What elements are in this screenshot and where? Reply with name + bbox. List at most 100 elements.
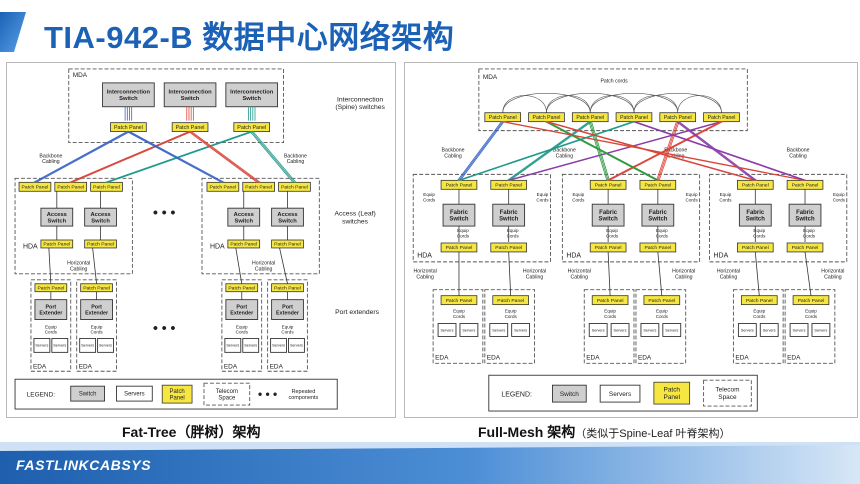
servers-box (33, 337, 51, 353)
hda-lower-patch-panel (271, 239, 304, 249)
horizontal-cable (508, 251, 512, 296)
backbone-cable (107, 131, 254, 183)
eda-patch-panel (643, 295, 681, 306)
servers-box (811, 323, 831, 337)
legend-switch-label: Switch (79, 392, 97, 398)
hda-patch-panel-label: Patch Panel (22, 185, 49, 191)
backbone-cable (677, 121, 756, 181)
horizontal-cable (754, 251, 760, 296)
tier-label-leaf: Access (Leaf)switches (334, 211, 375, 226)
hda-patch-panel-label: Patch Panel (644, 183, 671, 189)
servers-box-label: Servers (592, 328, 605, 332)
patch-cord (633, 95, 679, 113)
backbone-cable (72, 131, 192, 183)
eda-space (267, 279, 308, 372)
servers-box (640, 323, 660, 337)
hda-patch-panel-label: Patch Panel (93, 185, 120, 191)
eda-space (732, 289, 784, 364)
spine-patch-panel-label: Patch Panel (176, 125, 205, 131)
servers-box-label: Servers (793, 328, 806, 332)
servers-box-label: Servers (614, 328, 627, 332)
servers-box-label: Servers (643, 328, 656, 332)
eda-label: EDA (224, 364, 238, 371)
hda-label: HDA (23, 243, 38, 250)
mda-patch-panel-label: Patch Panel (533, 115, 561, 121)
horizontal-cable (804, 251, 812, 296)
spine-patch-panel-label: Patch Panel (237, 125, 266, 131)
servers-box-label: Servers (81, 344, 94, 348)
hda-lower-patch-panel-label: Patch Panel (43, 242, 70, 248)
servers-box (759, 323, 779, 337)
port-extender (34, 299, 68, 320)
mda-patch-panel-label: Patch Panel (576, 115, 604, 121)
port-extender (80, 299, 113, 320)
hda-lower-patch-panel-label: Patch Panel (792, 245, 819, 251)
backbone-cable (189, 131, 259, 183)
backbone-cable (106, 131, 252, 183)
hda-patch-panel-label: Patch Panel (446, 183, 473, 189)
hda-patch-panel-label: Patch Panel (792, 183, 819, 189)
hda-label: HDA (417, 252, 432, 259)
repeated-eda-dots: • • • (153, 319, 175, 335)
backbone-cable (128, 131, 224, 183)
horizontal-cable (92, 247, 97, 284)
interconnection-switch (163, 82, 217, 108)
eda-label: EDA (586, 355, 600, 362)
eda-label: EDA (638, 355, 652, 362)
tier-label-spine: Interconnection(Spine) switches (335, 96, 385, 111)
backbone-cable (632, 121, 804, 181)
hda-lower-patch-panel-label: Patch Panel (644, 245, 671, 251)
backbone-cable (34, 131, 129, 183)
servers-box-label: Servers (741, 328, 754, 332)
backbone-cable (249, 131, 294, 183)
servers-box (242, 337, 260, 353)
hda-lower-patch-panel-label: Patch Panel (274, 242, 301, 248)
hda-lower-patch-panel (40, 239, 74, 249)
eda-space (432, 289, 484, 364)
eda-patch-panel-label: Patch Panel (648, 298, 675, 304)
mda-patch-panel-label: Patch Panel (664, 115, 692, 121)
backbone-cable (459, 121, 505, 181)
backbone-cable (607, 121, 722, 181)
eda-label: EDA (487, 355, 501, 362)
fat-tree-caption: Fat-Tree（胖树）架构 (122, 422, 260, 442)
legend-switch (70, 385, 105, 402)
mda-space (478, 68, 748, 132)
backbone-cable (606, 121, 721, 181)
patch-cord (546, 95, 591, 113)
servers-box (51, 337, 69, 353)
backbone-cable (635, 121, 807, 181)
backbone-cable (69, 131, 189, 183)
servers-box (459, 323, 479, 337)
hda-space (201, 177, 320, 275)
hda-lower-patch-panel (737, 242, 774, 253)
eda-label: EDA (735, 355, 749, 362)
servers-box-label: Servers (290, 344, 303, 348)
port-extender (225, 299, 259, 320)
servers-box (737, 323, 757, 337)
eda-space (635, 289, 687, 364)
